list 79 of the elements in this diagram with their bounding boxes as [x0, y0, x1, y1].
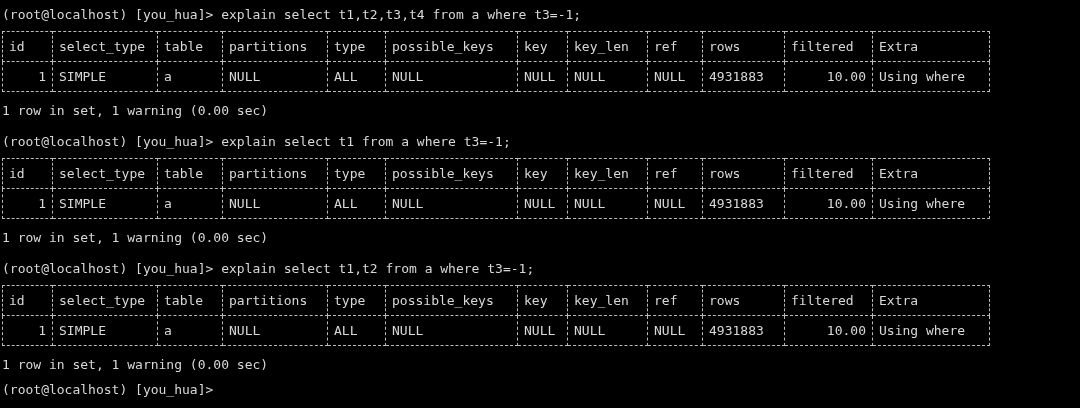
column-header: ref — [647, 31, 703, 62]
table-value: 1 — [2, 61, 53, 92]
column-header: id — [2, 158, 53, 189]
column-header: partitions — [222, 31, 328, 62]
status-message: 1 row in set, 1 warning (0.00 sec) — [2, 230, 269, 246]
column-header: key_len — [567, 158, 648, 189]
column-header: rows — [702, 285, 785, 316]
column-header: partitions — [222, 285, 328, 316]
column-header: ref — [647, 158, 703, 189]
status-message: 1 row in set, 1 warning (0.00 sec) — [2, 357, 269, 373]
column-header: possible_keys — [385, 31, 518, 62]
column-header: filtered — [784, 158, 873, 189]
table-value: Using where — [872, 61, 990, 92]
table-value: NULL — [222, 188, 328, 219]
table-value: 10.00 — [784, 61, 873, 92]
table-value: SIMPLE — [52, 188, 158, 219]
column-header: key — [517, 158, 568, 189]
table-value: NULL — [567, 315, 648, 346]
table-value: ALL — [327, 61, 386, 92]
column-header: key_len — [567, 31, 648, 62]
command-prompt: (root@localhost) [you_hua]> — [2, 382, 214, 398]
column-header: possible_keys — [385, 158, 518, 189]
column-header: key_len — [567, 285, 648, 316]
table-value: NULL — [222, 61, 328, 92]
column-header: ref — [647, 285, 703, 316]
table-value: NULL — [647, 61, 703, 92]
column-header: filtered — [784, 285, 873, 316]
table-value: a — [157, 315, 223, 346]
table-value: 4931883 — [702, 61, 785, 92]
table-value: NULL — [385, 61, 518, 92]
table-value: a — [157, 188, 223, 219]
column-header: select_type — [52, 31, 158, 62]
column-header: type — [327, 285, 386, 316]
column-header: select_type — [52, 285, 158, 316]
table-value: NULL — [222, 315, 328, 346]
column-header: Extra — [872, 285, 990, 316]
column-header: type — [327, 31, 386, 62]
table-value: 1 — [2, 188, 53, 219]
command-prompt: (root@localhost) [you_hua]> explain select t1 from a where t3=-1; — [2, 134, 511, 150]
column-header: table — [157, 158, 223, 189]
table-value: NULL — [647, 188, 703, 219]
command-prompt: (root@localhost) [you_hua]> explain select t1,t2,t3,t4 from a where t3=-1; — [2, 7, 582, 23]
command-prompt: (root@localhost) [you_hua]> explain select t1,t2 from a where t3=-1; — [2, 261, 535, 277]
table-value: 10.00 — [784, 188, 873, 219]
table-value: SIMPLE — [52, 315, 158, 346]
column-header: type — [327, 158, 386, 189]
status-message: 1 row in set, 1 warning (0.00 sec) — [2, 103, 269, 119]
table-value: Using where — [872, 315, 990, 346]
table-value: 4931883 — [702, 188, 785, 219]
table-value: NULL — [385, 188, 518, 219]
column-header: filtered — [784, 31, 873, 62]
column-header: key — [517, 31, 568, 62]
table-value: a — [157, 61, 223, 92]
table-value: ALL — [327, 315, 386, 346]
column-header: id — [2, 285, 53, 316]
column-header: table — [157, 285, 223, 316]
table-value: SIMPLE — [52, 61, 158, 92]
column-header: Extra — [872, 158, 990, 189]
table-value: NULL — [567, 61, 648, 92]
column-header: select_type — [52, 158, 158, 189]
table-value: NULL — [517, 315, 568, 346]
column-header: id — [2, 31, 53, 62]
table-value: NULL — [517, 188, 568, 219]
column-header: partitions — [222, 158, 328, 189]
column-header: rows — [702, 31, 785, 62]
table-value: NULL — [647, 315, 703, 346]
column-header: Extra — [872, 31, 990, 62]
table-value: 1 — [2, 315, 53, 346]
column-header: possible_keys — [385, 285, 518, 316]
table-value: NULL — [517, 61, 568, 92]
column-header: key — [517, 285, 568, 316]
table-value: 4931883 — [702, 315, 785, 346]
table-value: ALL — [327, 188, 386, 219]
column-header: rows — [702, 158, 785, 189]
column-header: table — [157, 31, 223, 62]
table-value: NULL — [567, 188, 648, 219]
table-value: Using where — [872, 188, 990, 219]
table-value: 10.00 — [784, 315, 873, 346]
table-value: NULL — [385, 315, 518, 346]
